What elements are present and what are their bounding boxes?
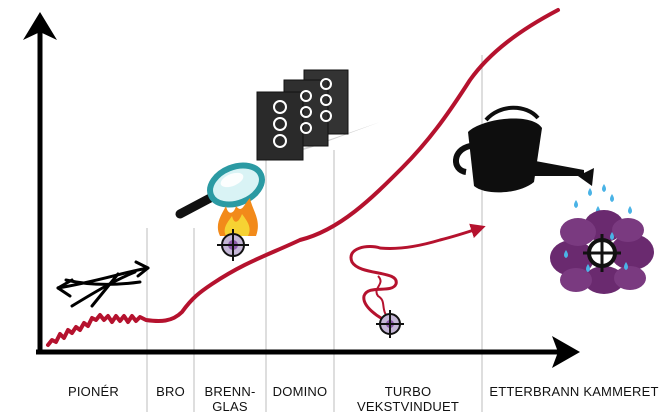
stage-label-brennglas: BRENN- GLAS <box>194 384 266 414</box>
stage-label-line: DOMINO <box>272 384 328 399</box>
stage-label-line: ETTERBRANN KAMMERET <box>489 384 659 399</box>
stage-label-etterbrann: ETTERBRANN KAMMERET <box>482 384 666 399</box>
magnifying-glass-icon <box>175 162 265 219</box>
arrows-icon <box>56 260 150 308</box>
stage-label-line: VEKSTVINDUET <box>356 399 460 414</box>
spiral-arrow-icon <box>349 223 486 338</box>
stage-label-line: BRENN- <box>204 384 256 399</box>
x-axis-arrowhead <box>552 336 580 368</box>
y-axis-arrowhead <box>23 12 57 40</box>
flower-icon <box>550 210 654 294</box>
stage-label-pioner: PIONÉR <box>40 384 147 399</box>
axes <box>23 12 580 368</box>
stage-label-line: PIONÉR <box>67 384 120 399</box>
stage-label-line: TURBO <box>384 384 432 399</box>
watering-can-icon <box>453 105 594 193</box>
fire-icon <box>217 198 258 236</box>
growth-curve <box>46 8 560 347</box>
stage-label-bro: BRO <box>147 384 194 399</box>
stage-label-domino: DOMINO <box>266 384 334 399</box>
target-icon <box>217 229 249 261</box>
stage-label-line: BRO <box>156 384 185 399</box>
domino-icon <box>256 69 380 162</box>
stage-label-turbo: TURBO VEKSTVINDUET <box>334 384 482 414</box>
stage-label-line: GLAS <box>212 399 248 414</box>
